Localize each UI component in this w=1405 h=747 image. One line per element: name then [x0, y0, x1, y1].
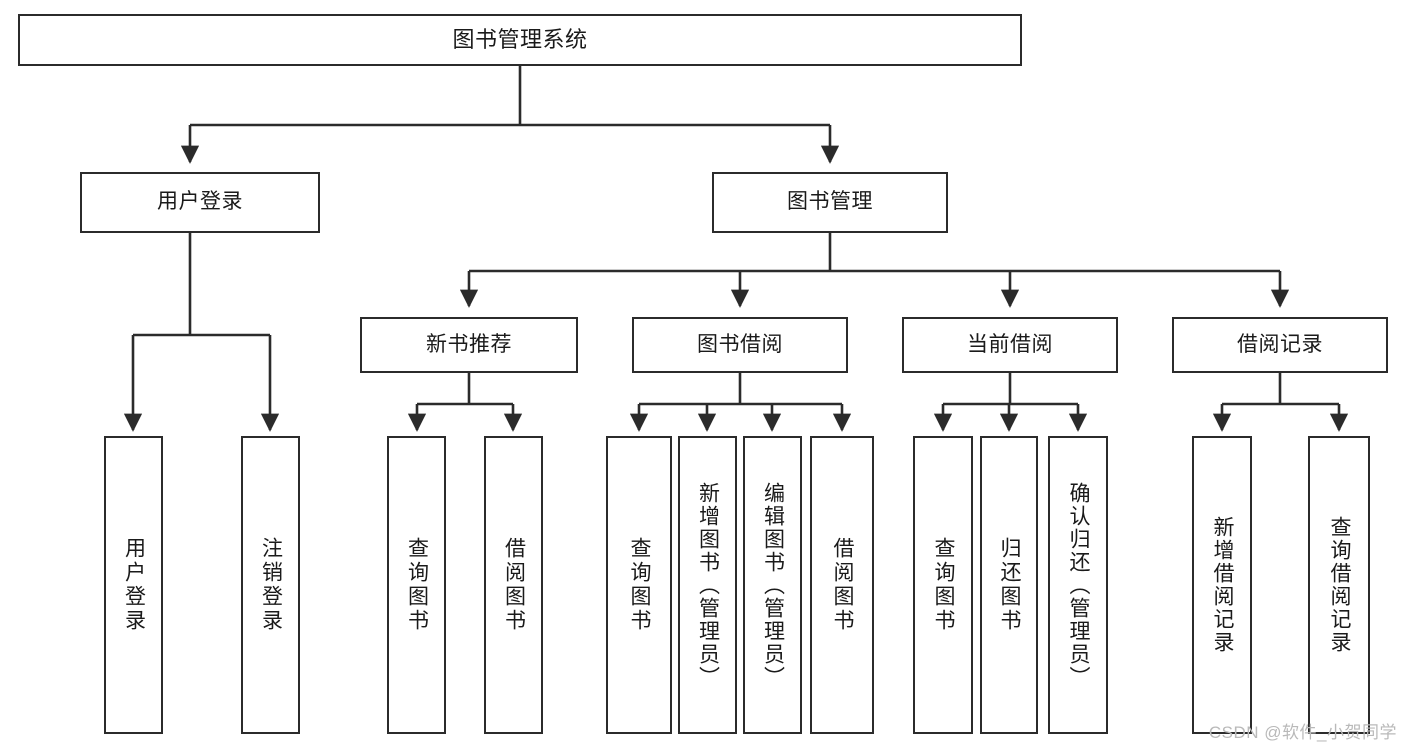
node-leaf-borrow-book-1[interactable]: 借阅图书	[484, 436, 543, 734]
node-leaf-borrow-book-2-label: 借阅图书	[831, 537, 855, 633]
node-leaf-add-borrow-record-label: 新增借阅记录	[1211, 516, 1235, 654]
node-leaf-query-book-1-label: 查询图书	[405, 537, 429, 633]
node-leaf-return-book-label: 归还图书	[998, 537, 1022, 633]
node-leaf-query-book-2-label: 查询图书	[628, 537, 652, 633]
node-root[interactable]: 图书管理系统	[18, 14, 1022, 66]
node-leaf-add-book-admin-label: 新增图书（管理员）	[696, 481, 720, 689]
node-root-label: 图书管理系统	[452, 27, 588, 53]
node-leaf-query-book-1[interactable]: 查询图书	[387, 436, 446, 734]
node-borrow-records-label: 借阅记录	[1237, 332, 1323, 356]
node-leaf-logout[interactable]: 注销登录	[241, 436, 300, 734]
node-leaf-confirm-return-admin-label: 确认归还（管理员）	[1067, 481, 1091, 689]
node-leaf-user-login[interactable]: 用户登录	[104, 436, 163, 734]
node-leaf-borrow-book-1-label: 借阅图书	[502, 537, 526, 633]
node-new-book-recommend[interactable]: 新书推荐	[360, 317, 578, 373]
node-user-login[interactable]: 用户登录	[80, 172, 320, 233]
node-leaf-edit-book-admin-label: 编辑图书（管理员）	[761, 481, 785, 689]
node-leaf-confirm-return-admin[interactable]: 确认归还（管理员）	[1048, 436, 1108, 734]
node-leaf-logout-label: 注销登录	[259, 537, 283, 633]
node-leaf-edit-book-admin[interactable]: 编辑图书（管理员）	[743, 436, 802, 734]
node-leaf-query-book-3-label: 查询图书	[932, 537, 956, 633]
node-leaf-query-book-2[interactable]: 查询图书	[606, 436, 672, 734]
node-borrow-records[interactable]: 借阅记录	[1172, 317, 1388, 373]
node-leaf-query-borrow-record-label: 查询借阅记录	[1328, 516, 1352, 654]
node-leaf-query-book-3[interactable]: 查询图书	[913, 436, 973, 734]
node-current-borrow[interactable]: 当前借阅	[902, 317, 1118, 373]
node-leaf-user-login-label: 用户登录	[122, 537, 146, 633]
node-leaf-return-book[interactable]: 归还图书	[980, 436, 1038, 734]
node-book-borrow-label: 图书借阅	[697, 332, 783, 356]
node-current-borrow-label: 当前借阅	[967, 332, 1053, 356]
node-new-book-recommend-label: 新书推荐	[426, 332, 512, 356]
node-leaf-add-book-admin[interactable]: 新增图书（管理员）	[678, 436, 737, 734]
node-leaf-add-borrow-record[interactable]: 新增借阅记录	[1192, 436, 1252, 734]
node-user-login-label: 用户登录	[157, 190, 243, 214]
csdn-watermark: CSDN @软件_小贺同学	[1208, 723, 1397, 742]
node-leaf-query-borrow-record[interactable]: 查询借阅记录	[1308, 436, 1370, 734]
node-book-management-label: 图书管理	[787, 190, 873, 214]
node-book-borrow[interactable]: 图书借阅	[632, 317, 848, 373]
node-book-management[interactable]: 图书管理	[712, 172, 948, 233]
node-leaf-borrow-book-2[interactable]: 借阅图书	[810, 436, 874, 734]
